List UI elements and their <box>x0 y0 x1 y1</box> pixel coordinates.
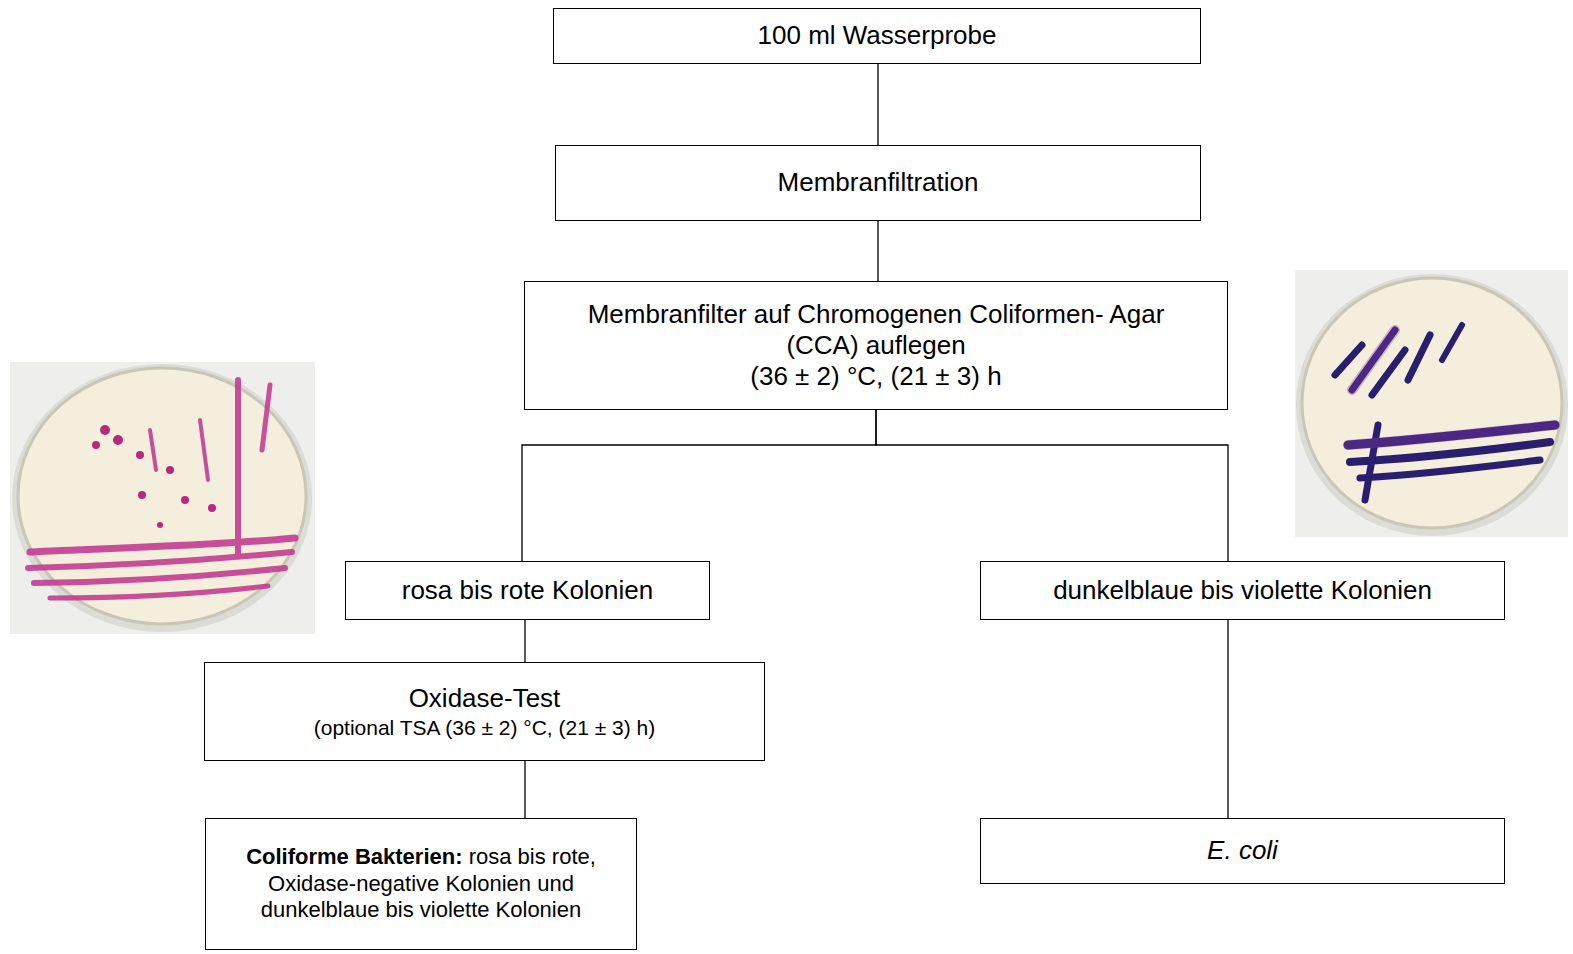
box-subtext: (optional TSA (36 ± 2) °C, (21 ± 3) h) <box>314 715 656 740</box>
box-text: rosa bis rote Kolonien <box>402 575 653 606</box>
box-text: dunkelblaue bis violette Kolonien <box>1053 575 1432 606</box>
box-text: E. coli <box>1207 835 1278 866</box>
connector-line <box>877 221 878 281</box>
box-text: Coliforme Bakterien: <box>246 844 462 869</box>
result-box: E. coli <box>980 818 1505 884</box>
text-group: Coliforme Bakterien:rosa bis rote, Oxida… <box>222 844 620 923</box>
box-text: Membranfiltration <box>778 167 979 198</box>
connector-line <box>877 64 878 145</box>
citrobacter-plate <box>10 362 315 634</box>
result-box: Coliforme Bakterien:rosa bis rote, Oxida… <box>205 818 637 950</box>
box-text: Oxidase-Test <box>409 683 561 714</box>
process-box: Membranfilter auf Chromogenen Coliformen… <box>524 281 1228 410</box>
connector-line <box>524 620 525 662</box>
process-box: Oxidase-Test(optional TSA (36 ± 2) °C, (… <box>204 662 765 761</box>
process-box: 100 ml Wasserprobe <box>553 8 1201 64</box>
connector-line <box>524 761 525 818</box>
process-box: rosa bis rote Kolonien <box>345 561 710 620</box>
e-coli-plate <box>1295 270 1568 537</box>
process-box: dunkelblaue bis violette Kolonien <box>980 561 1505 620</box>
box-text: Membranfilter auf Chromogenen Coliformen… <box>573 299 1179 361</box>
box-text: 100 ml Wasserprobe <box>758 20 997 51</box>
connector-line <box>876 410 1228 561</box>
connector-line <box>1227 620 1228 818</box>
connector-line <box>522 410 876 561</box>
process-box: Membranfiltration <box>555 145 1201 221</box>
box-subtext: (36 ± 2) °C, (21 ± 3) h <box>750 361 1001 392</box>
